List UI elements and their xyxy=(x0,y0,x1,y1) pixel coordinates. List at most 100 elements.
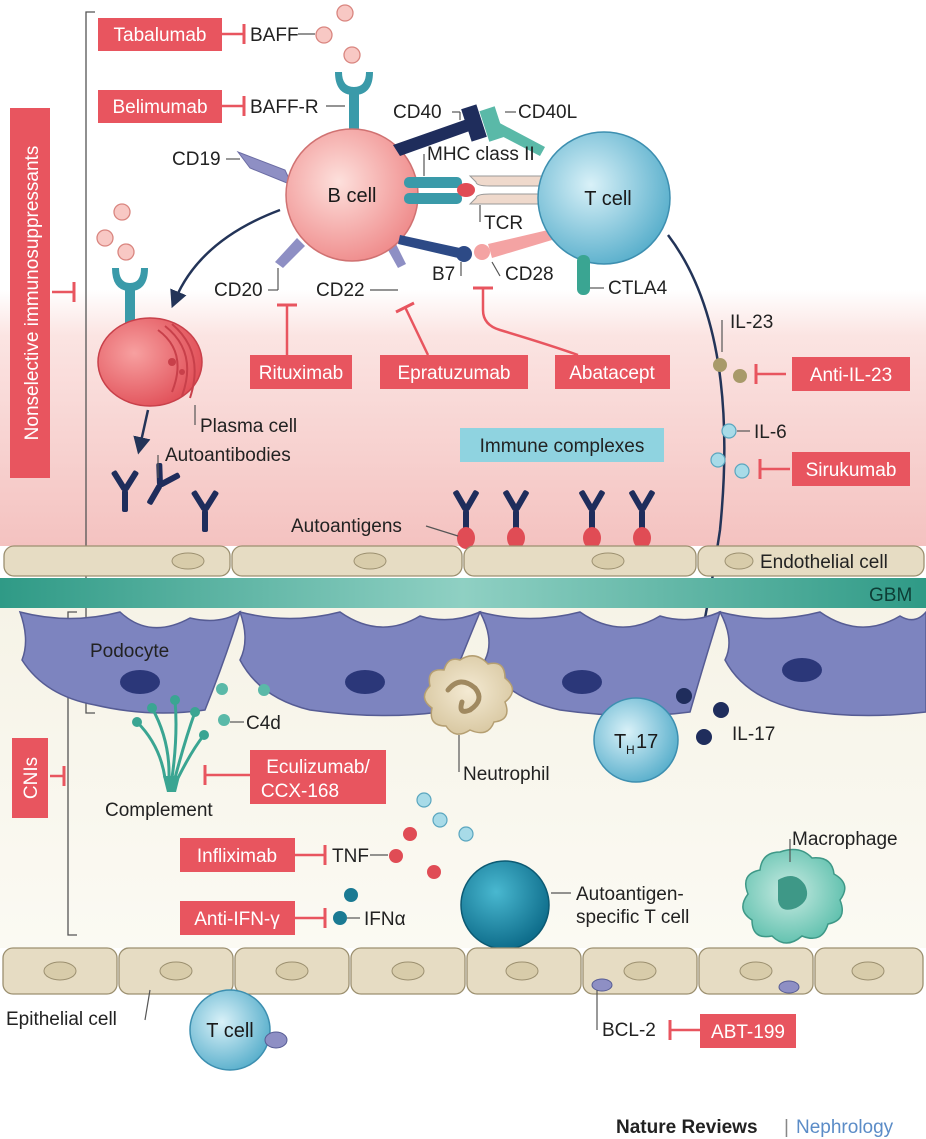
autoantibodies xyxy=(111,462,219,532)
neutrophil-label: Neutrophil xyxy=(463,764,550,785)
cnis-label-group: CNIs xyxy=(12,738,66,818)
epratuzumab-group: Epratuzumab xyxy=(380,301,528,389)
neutrophil xyxy=(423,655,514,735)
anti-ifng-label: Anti-IFN-γ xyxy=(194,909,280,930)
anti-ifng-group: Anti-IFN-γ IFNα xyxy=(180,888,406,935)
c4d-particles xyxy=(216,683,270,726)
tnf-label: TNF xyxy=(332,846,369,867)
eculizumab-label-2: CCX-168 xyxy=(261,781,339,802)
th17-cell: T H 17 xyxy=(593,697,679,783)
footer-section: Nephrology xyxy=(796,1117,894,1138)
mhc-tcr-complex xyxy=(404,175,546,205)
complement xyxy=(132,695,209,792)
abt199-label: ABT-199 xyxy=(711,1022,785,1043)
abatacept-label: Abatacept xyxy=(569,363,655,384)
endothelial-layer: Endothelial cell xyxy=(3,545,925,577)
tabalumab-label: Tabalumab xyxy=(114,25,207,46)
epratuzumab-label: Epratuzumab xyxy=(397,363,510,384)
bottom-t-cell: T cell xyxy=(189,989,288,1071)
nonselective-label-group: Nonselective immunosuppressants xyxy=(10,108,76,478)
tabalumab-group: Tabalumab BAFF xyxy=(98,4,361,64)
floating-cytokines xyxy=(416,792,474,842)
cd22-label: CD22 xyxy=(316,280,365,301)
th17-label-suffix: 17 xyxy=(636,731,658,753)
podocyte-nuclei xyxy=(120,658,822,694)
plasma-cell-label: Plasma cell xyxy=(200,416,297,437)
bcl2-label: BCL-2 xyxy=(602,1020,656,1041)
complement-label: Complement xyxy=(105,800,213,821)
cd20-label: CD20 xyxy=(214,280,263,301)
baff-ligand xyxy=(315,26,333,44)
left-bracket-lines xyxy=(67,11,95,936)
rituximab-group: Rituximab xyxy=(250,303,352,389)
b7-cd28 xyxy=(398,230,552,262)
footer-journal: Nature Reviews xyxy=(616,1117,758,1138)
differentiation-arrow xyxy=(170,208,281,309)
belimumab-group: Belimumab BAFF-R xyxy=(98,90,345,123)
il17-label: IL-17 xyxy=(732,724,775,745)
cd40l-label: CD40L xyxy=(518,102,577,123)
infliximab-label: Infliximab xyxy=(197,846,277,867)
abatacept-box xyxy=(555,355,670,389)
immune-complexes-box xyxy=(460,428,664,462)
b-cell-label: B cell xyxy=(328,185,377,207)
eculizumab-box xyxy=(250,750,386,804)
cd19-label: CD19 xyxy=(172,149,221,170)
autoantigen-t-label-1: Autoantigen- xyxy=(576,884,684,905)
autoantibodies-label: Autoantibodies xyxy=(165,445,291,466)
macrophage-label: Macrophage xyxy=(792,829,898,850)
b7-label: B7 xyxy=(432,264,455,285)
t-cell-label: T cell xyxy=(584,188,631,210)
footer-separator: | xyxy=(784,1117,789,1138)
abatacept-group: Abatacept xyxy=(473,286,670,389)
immune-complexes xyxy=(453,490,655,549)
cd40-cd40l xyxy=(393,104,545,156)
ifna-label: IFNα xyxy=(364,909,406,930)
epithelial-cell-label: Epithelial cell xyxy=(6,1009,117,1030)
podocyte-layer xyxy=(18,610,926,717)
eculizumab-group: Eculizumab/ CCX-168 xyxy=(203,750,386,804)
rituximab-label: Rituximab xyxy=(259,363,343,384)
nonselective-label: Nonselective immunosuppressants xyxy=(22,146,43,441)
eculizumab-label-1: Eculizumab/ xyxy=(266,757,370,778)
infliximab-group: Infliximab TNF xyxy=(180,827,441,879)
sirukumab-label: Sirukumab xyxy=(806,460,897,481)
gbm-label: GBM xyxy=(869,585,912,606)
th17-label-main: T xyxy=(614,731,626,753)
il6-group: IL-6 Sirukumab xyxy=(710,422,910,486)
rituximab-box xyxy=(250,355,352,389)
abt199-group: BCL-2 ABT-199 xyxy=(596,990,796,1048)
epratuzumab-box xyxy=(380,355,528,389)
tcr-label: TCR xyxy=(484,213,523,234)
ctla4-label: CTLA4 xyxy=(608,278,668,299)
t-cell: T cell xyxy=(537,131,671,295)
anti-ifng-box xyxy=(180,901,295,935)
nonselective-box xyxy=(10,108,50,478)
plasma-cell xyxy=(96,203,203,407)
gbm-band xyxy=(0,578,926,608)
baff-r-receptor xyxy=(335,72,373,132)
autoantigen-t-label-2: specific T cell xyxy=(576,907,689,928)
baff-label: BAFF xyxy=(250,25,299,46)
podocyte-label: Podocyte xyxy=(90,641,169,662)
baff-r-label: BAFF-R xyxy=(250,97,319,118)
th17-label-sub: H xyxy=(626,743,635,757)
mhc2-label: MHC class II xyxy=(427,144,535,165)
il23-group: IL-23 Anti-IL-23 xyxy=(713,312,910,391)
anti-il23-box xyxy=(792,357,910,391)
bottom-t-cell-label: T cell xyxy=(206,1020,253,1042)
il17-cytokines xyxy=(676,688,729,745)
cd28-label: CD28 xyxy=(505,264,554,285)
il23-label: IL-23 xyxy=(730,312,773,333)
endothelial-cell-label: Endothelial cell xyxy=(760,552,888,573)
belimumab-box xyxy=(98,90,222,123)
abt199-box xyxy=(700,1014,796,1048)
macrophage xyxy=(742,848,846,944)
cd40-label: CD40 xyxy=(393,102,442,123)
cnis-box xyxy=(12,738,48,818)
sirukumab-box xyxy=(792,452,910,486)
epithelial-layer xyxy=(2,947,924,995)
infliximab-box xyxy=(180,838,295,872)
